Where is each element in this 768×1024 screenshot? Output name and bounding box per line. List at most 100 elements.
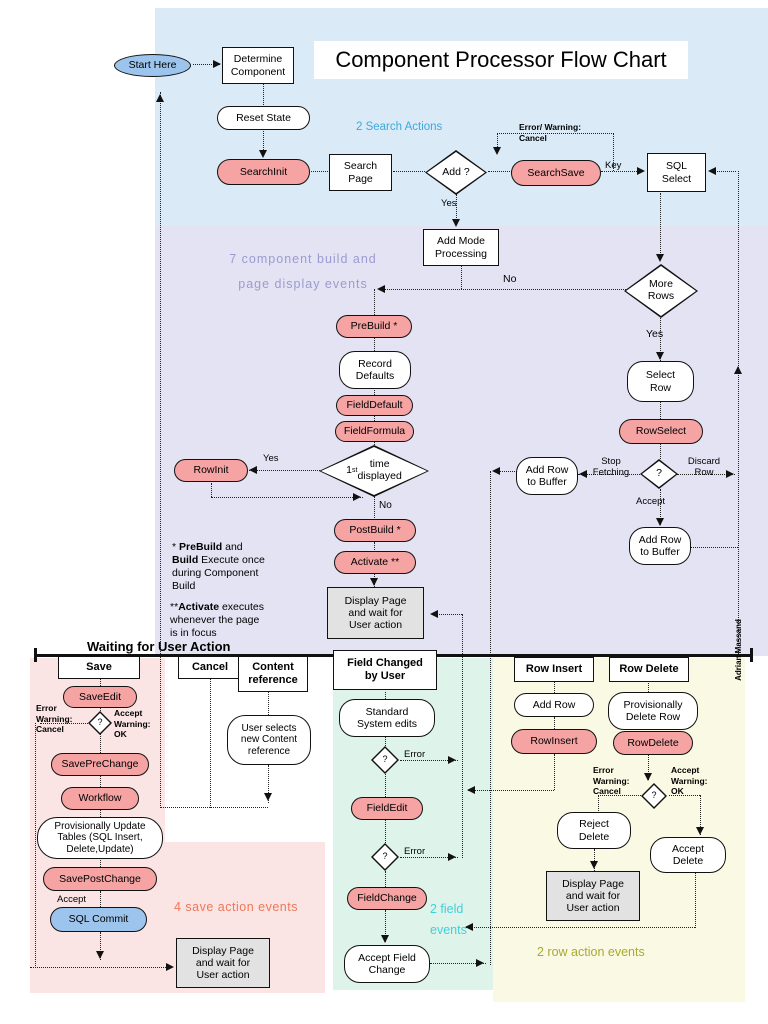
accept-label-save: Accept xyxy=(57,894,87,905)
connector-line xyxy=(100,734,101,753)
connector-line xyxy=(554,754,555,790)
row-events-caption: 2 row action events xyxy=(537,945,645,959)
error-label-1: Error xyxy=(404,749,426,760)
connector-line xyxy=(249,470,320,471)
connector-line xyxy=(660,402,661,419)
connector-line xyxy=(268,765,269,803)
display-page-node-save: Display Page and wait for User action xyxy=(176,938,270,988)
arrowhead xyxy=(381,935,389,943)
more-rows-diamond: More Rows xyxy=(624,264,698,318)
fieldedit-node: FieldEdit xyxy=(351,797,423,820)
arrowhead xyxy=(726,470,734,478)
connector-line xyxy=(40,723,88,724)
save-events-caption: 4 save action events xyxy=(174,900,298,914)
connector-line xyxy=(432,614,462,615)
arrowhead xyxy=(448,756,456,764)
save-decision-label: ? xyxy=(97,717,103,728)
rowdelete-node: RowDelete xyxy=(613,731,693,755)
provisionally-delete-node: Provisionally Delete Row xyxy=(608,692,698,730)
connector-line xyxy=(400,760,458,761)
connector-line xyxy=(380,289,626,290)
standard-system-edits-node: Standard System edits xyxy=(339,699,435,737)
arrowhead xyxy=(377,285,385,293)
connector-line xyxy=(100,858,101,867)
connector-line xyxy=(648,683,649,692)
reset-state-node: Reset State xyxy=(217,106,310,130)
arrowhead xyxy=(448,853,456,861)
accept-label-fetch: Accept xyxy=(636,496,666,507)
header-content-reference: Content reference xyxy=(238,656,308,692)
error-warning-cancel-label-rowdelete: Error Warning: Cancel xyxy=(593,765,630,797)
arrowhead xyxy=(249,466,257,474)
error-warning-cancel-label-top: Error/ Warning: Cancel xyxy=(519,122,582,143)
sql-commit-node: SQL Commit xyxy=(50,907,147,932)
arrowhead xyxy=(493,147,501,155)
search-page-node: Search Page xyxy=(329,154,392,191)
select-row-node: Select Row xyxy=(627,361,694,402)
discard-row-label: Discard Row xyxy=(687,456,721,479)
save-decision-diamond: ? xyxy=(88,711,112,735)
header-cancel: Cancel xyxy=(178,656,242,679)
fetch-decision-diamond: ? xyxy=(640,459,678,489)
connector-line xyxy=(691,547,738,548)
activate-node: Activate ** xyxy=(334,551,416,574)
field-decision-label-1: ? xyxy=(382,754,388,765)
header-save: Save xyxy=(58,656,140,679)
accept-delete-node: Accept Delete xyxy=(650,837,726,873)
connector-line xyxy=(30,967,172,968)
connector-line xyxy=(466,927,695,928)
connector-line xyxy=(660,318,661,361)
connector-line xyxy=(268,692,269,715)
sql-select-node: SQL Select xyxy=(647,153,706,192)
connector-line xyxy=(456,194,457,224)
arrowhead xyxy=(430,610,438,618)
connector-line xyxy=(385,737,386,746)
connector-line xyxy=(385,820,386,843)
arrowhead xyxy=(465,923,473,931)
connector-line xyxy=(598,795,599,813)
fetch-decision-label: ? xyxy=(656,467,662,480)
prebuild-node: PreBuild * xyxy=(336,315,412,338)
field-events-caption: 2 field events xyxy=(430,902,467,938)
searchinit-node: SearchInit xyxy=(217,159,310,185)
connector-line xyxy=(594,849,595,871)
connector-line xyxy=(578,474,640,475)
connector-line xyxy=(100,776,101,787)
connector-line xyxy=(211,483,212,497)
waiting-title: Waiting for User Action xyxy=(87,639,231,654)
connector-line xyxy=(462,614,463,858)
rowselect-node: RowSelect xyxy=(619,419,703,444)
arrowhead xyxy=(452,219,460,227)
arrowhead xyxy=(96,951,104,959)
add-row-node: Add Row xyxy=(514,693,594,717)
arrowhead xyxy=(264,793,272,801)
record-defaults-node: Record Defaults xyxy=(339,351,411,389)
yes-label-more-rows: Yes xyxy=(646,328,664,340)
arrowhead xyxy=(734,366,742,374)
activate-footnote: **Activate executes whenever the page is… xyxy=(170,601,264,640)
connector-line xyxy=(35,723,36,968)
arrowhead xyxy=(637,167,645,175)
divider-cap-right xyxy=(750,648,753,662)
header-row-insert: Row Insert xyxy=(514,657,594,682)
connector-line xyxy=(263,84,264,107)
arrowhead xyxy=(156,94,164,102)
connector-line xyxy=(700,795,701,835)
arrowhead xyxy=(353,493,361,501)
fielddefault-node: FieldDefault xyxy=(336,395,413,416)
accept-warning-ok-label-rowdelete: Accept Warning: OK xyxy=(671,765,708,797)
arrowhead xyxy=(476,959,484,967)
connector-line xyxy=(695,858,696,928)
connector-line xyxy=(613,133,614,171)
accept-field-change-node: Accept Field Change xyxy=(344,945,430,983)
connector-line xyxy=(100,932,101,960)
arrowhead xyxy=(708,167,716,175)
build-events-caption: 7 component build and page display event… xyxy=(229,252,377,291)
connector-line xyxy=(263,131,264,156)
saveprechange-node: SavePreChange xyxy=(51,753,149,776)
no-label-first-time: No xyxy=(379,500,392,511)
display-page-node-main: Display Page and wait for User action xyxy=(327,587,424,639)
